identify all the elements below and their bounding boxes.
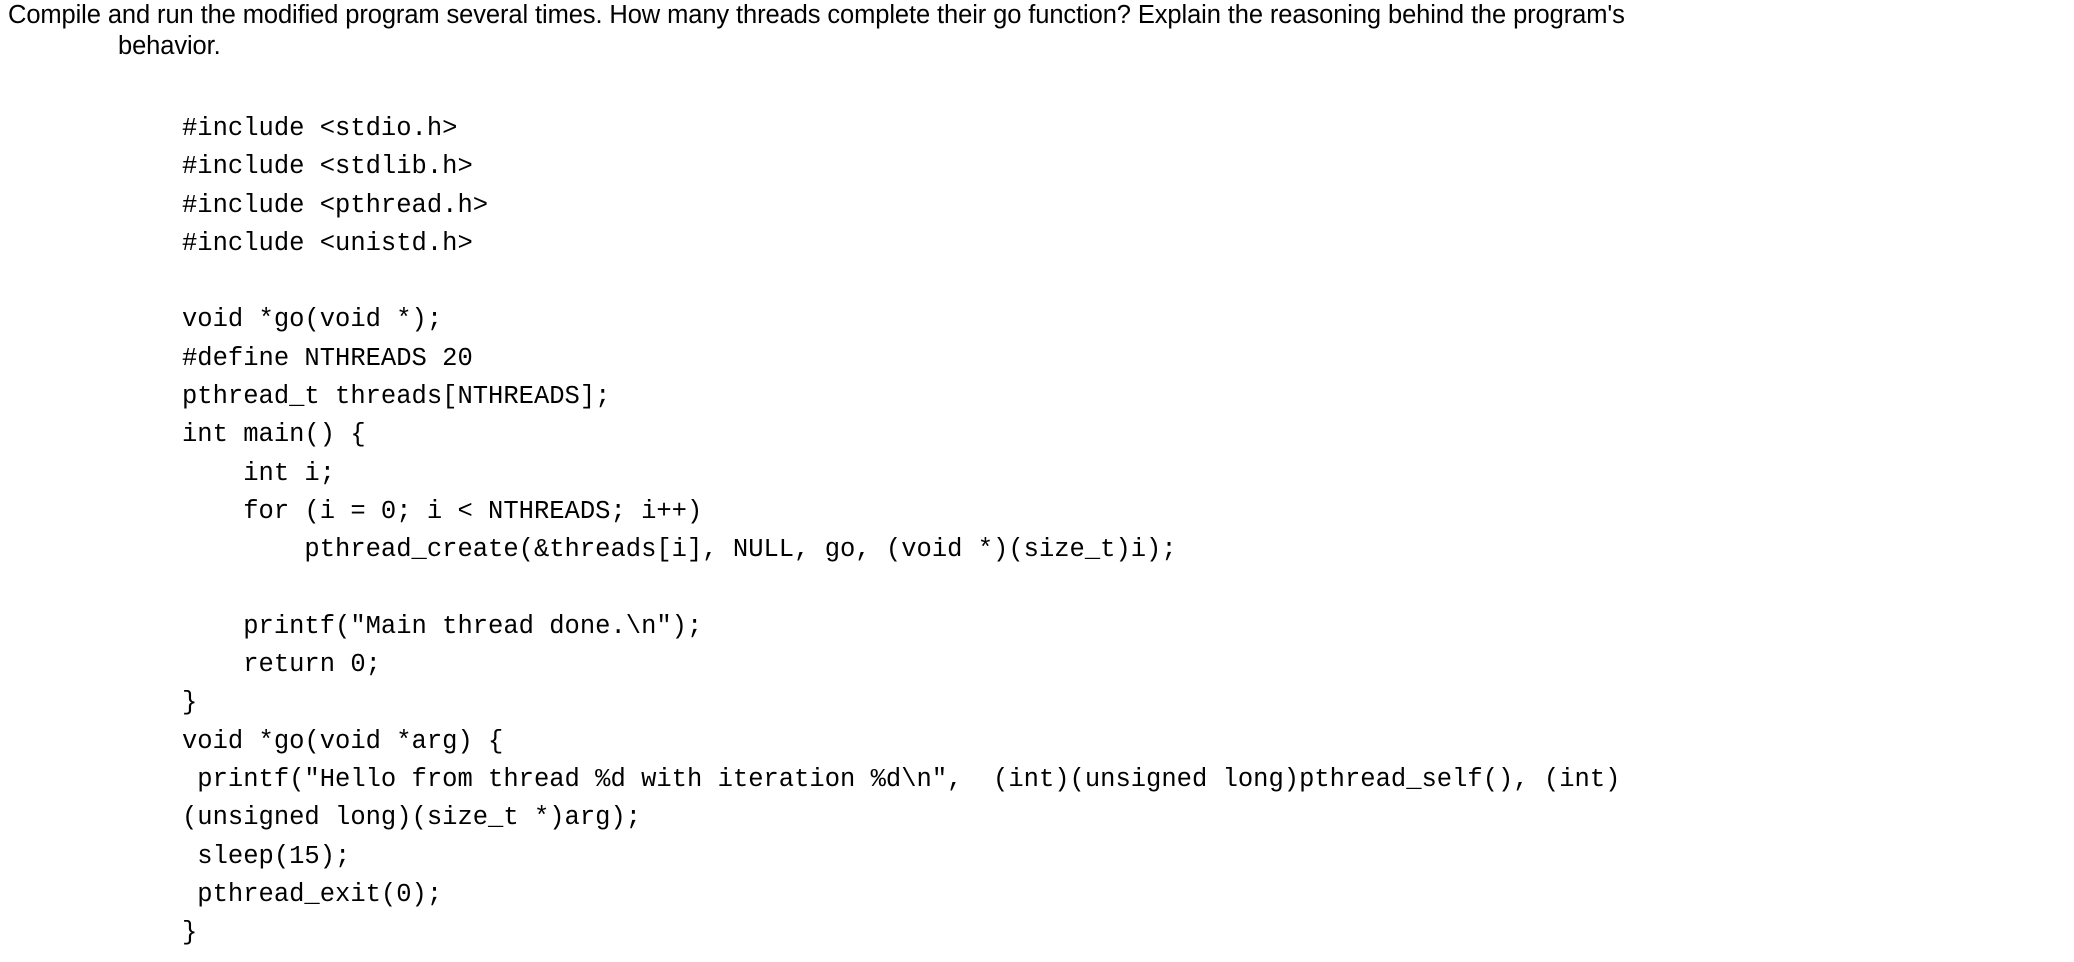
- code-line: int i;: [182, 458, 336, 488]
- code-line: (unsigned long)(size_t *)arg);: [182, 803, 642, 833]
- code-line: [182, 263, 2062, 301]
- code-line: pthread_exit(0);: [182, 879, 443, 909]
- code-line: printf("Main thread done.\n");: [182, 611, 703, 641]
- code-line: printf("Hello from thread %d with iterat…: [182, 765, 1621, 795]
- code-line: pthread_t threads[NTHREADS];: [182, 382, 611, 412]
- code-line: #include <pthread.h>: [182, 190, 489, 220]
- question-prompt-line-1: Compile and run the modified program sev…: [8, 1, 1625, 29]
- code-line: pthread_create(&threads[i], NULL, go, (v…: [182, 535, 1177, 565]
- code-line: void *go(void *arg) {: [182, 726, 504, 756]
- question-prompt-line-2: behavior.: [118, 32, 221, 60]
- code-line: }: [182, 688, 198, 718]
- code-line: [182, 570, 2062, 608]
- code-line: return 0;: [182, 650, 381, 680]
- code-line: }: [182, 918, 198, 948]
- code-listing: #include <stdio.h> #include <stdlib.h> #in…: [182, 110, 2062, 953]
- code-line: int main() {: [182, 420, 366, 450]
- code-line: sleep(15);: [182, 841, 351, 871]
- code-line: void *go(void *);: [182, 305, 443, 335]
- question-prompt: Compile and run the modified program sev…: [8, 0, 2066, 62]
- code-line: #include <stdlib.h>: [182, 152, 473, 182]
- code-line: #include <stdio.h>: [182, 114, 458, 143]
- code-line: #define NTHREADS 20: [182, 343, 473, 373]
- code-line: #include <unistd.h>: [182, 228, 473, 258]
- code-line: for (i = 0; i < NTHREADS; i++): [182, 496, 703, 526]
